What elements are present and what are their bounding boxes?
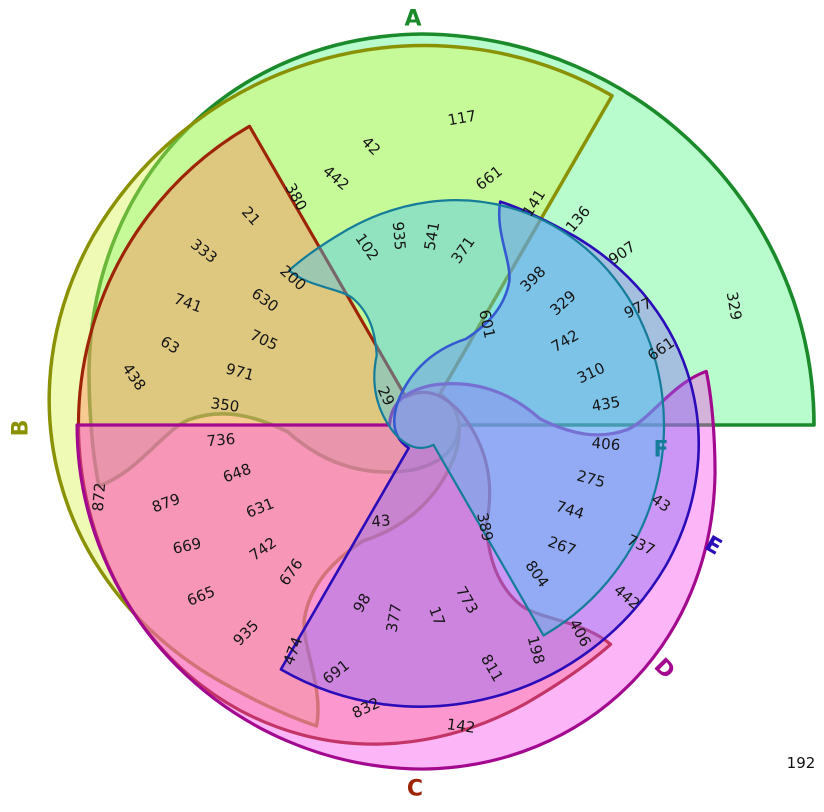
venn-set-D <box>75 369 717 771</box>
venn-set-F <box>288 199 666 637</box>
venn-set-A <box>87 32 816 488</box>
venn-set-C <box>76 124 613 746</box>
outside-count: 192 <box>786 754 816 772</box>
venn-set-B <box>47 43 614 728</box>
